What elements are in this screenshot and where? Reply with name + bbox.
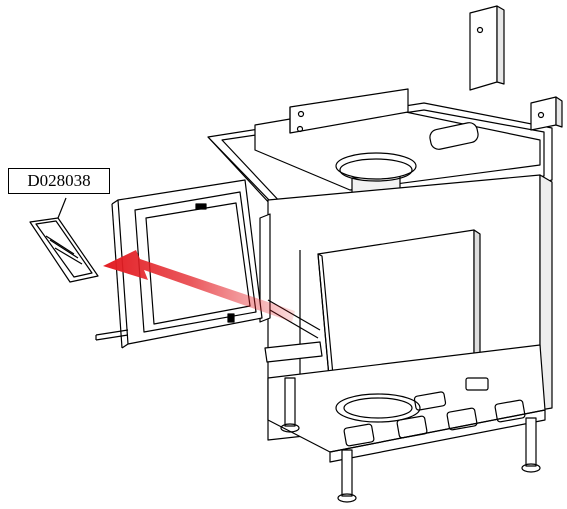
part-number-label: D028038	[27, 171, 91, 190]
arrow-icon	[103, 250, 295, 322]
pedestal	[267, 344, 546, 463]
legs	[280, 377, 541, 503]
spare-part	[29, 197, 99, 283]
top-brackets	[469, 5, 563, 131]
front-door-frame	[95, 179, 263, 349]
part-number-callout: D028038	[8, 168, 110, 194]
